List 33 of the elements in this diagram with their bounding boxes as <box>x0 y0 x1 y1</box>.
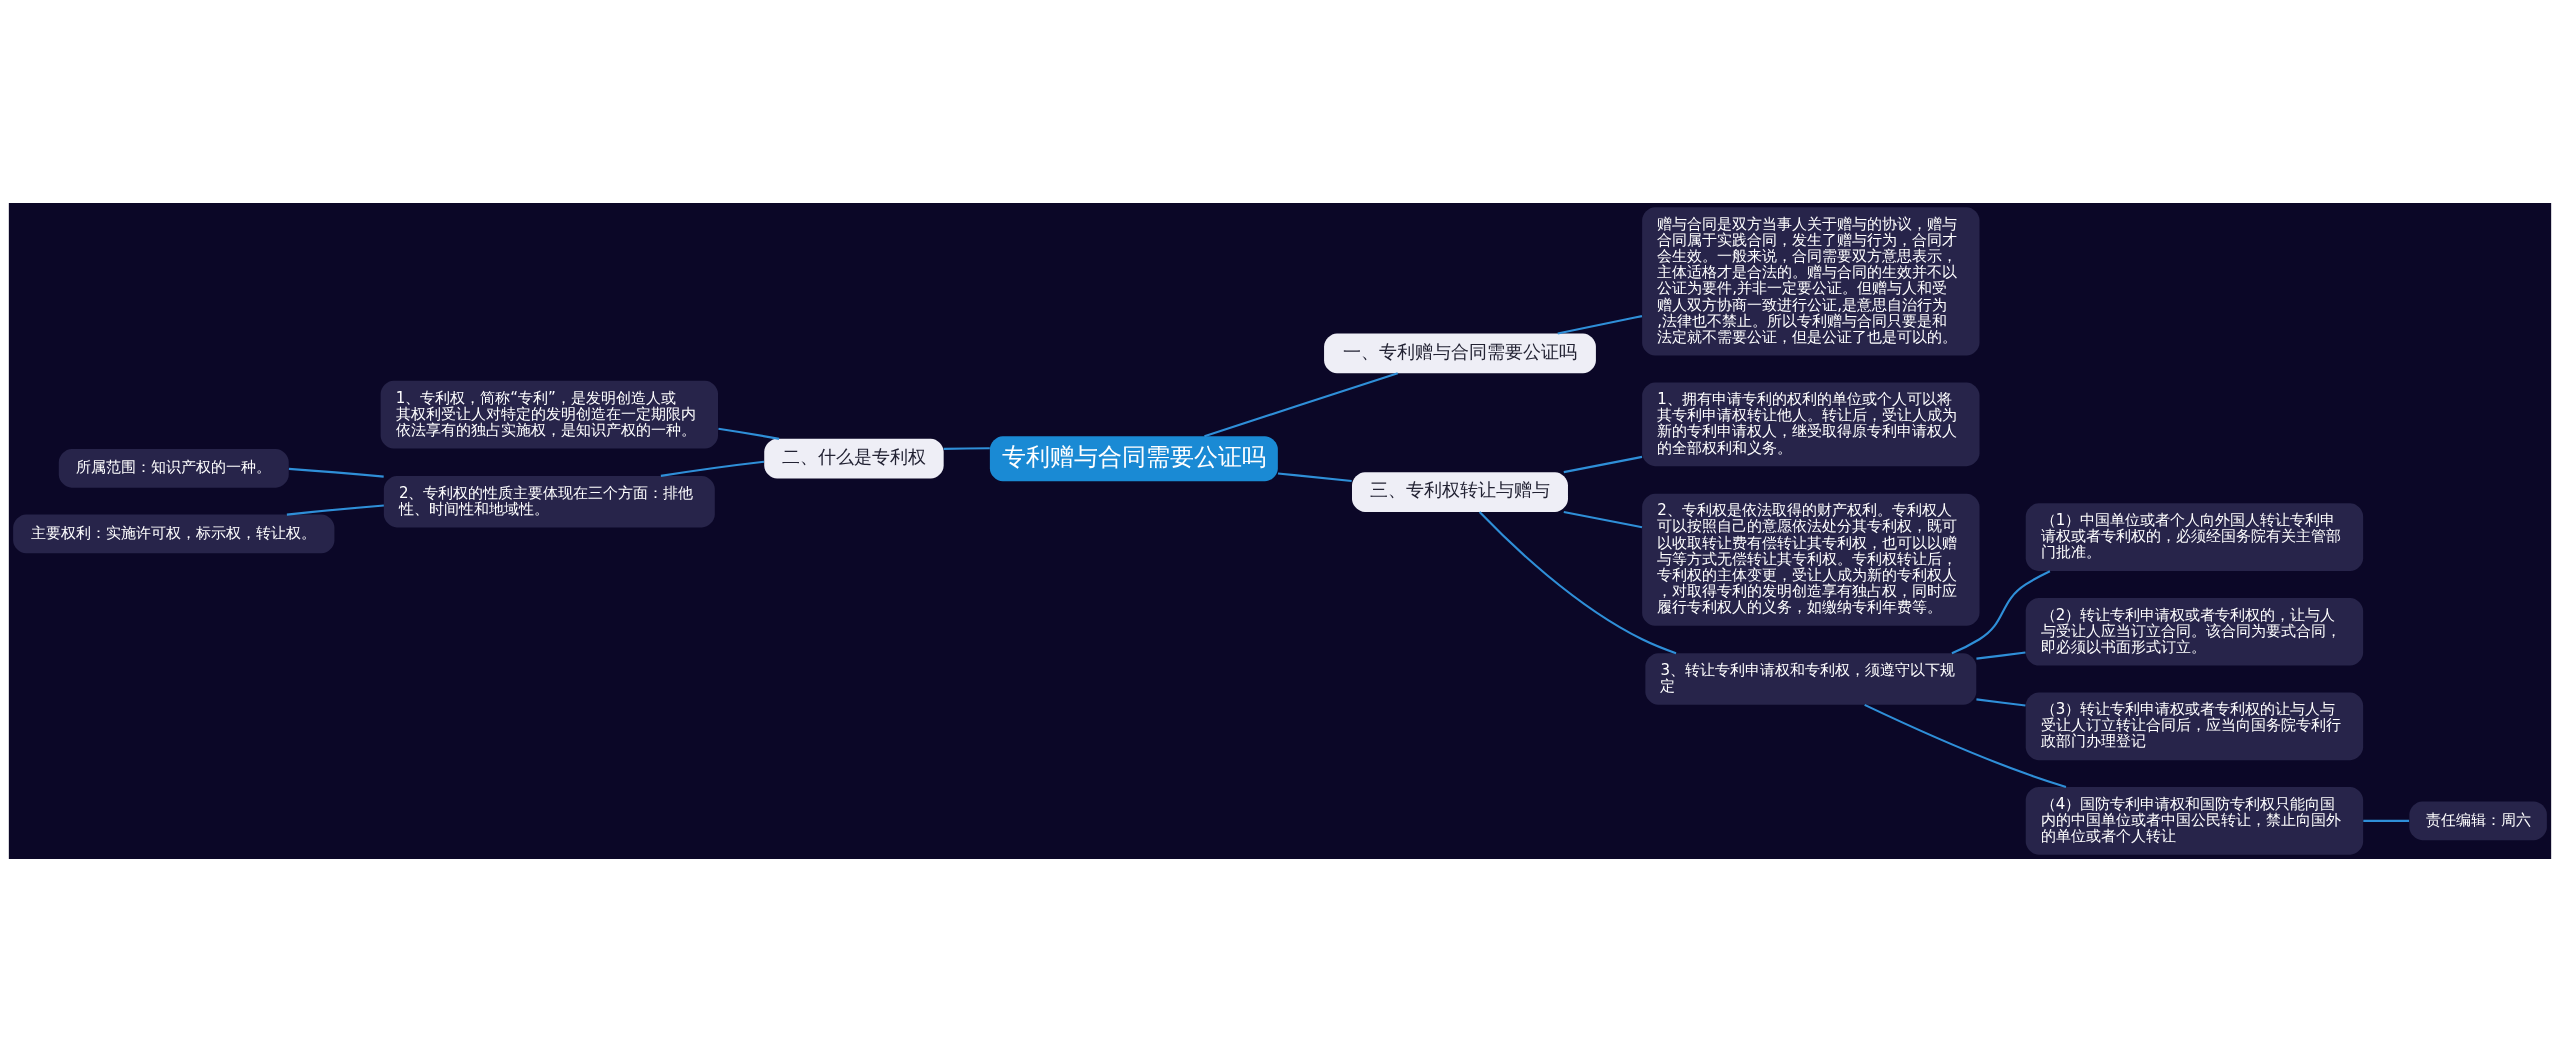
connector <box>1557 315 1643 335</box>
connector <box>1277 472 1352 483</box>
node-box: （3）转让专利申请权或者专利权的让与人与受让人订立转让合同后，应当向国务院专利行政部门办理登记 <box>2025 692 2364 761</box>
node-box: 3、转让专利申请权和专利权，须遵守以下规定 <box>1645 653 1977 705</box>
connector <box>1951 570 2051 655</box>
connector <box>2363 819 2410 822</box>
node-box: 1、拥有申请专利的权利的单位或个人可以将其专利申请权转让他人。转让后，受让人成为新的专利申请权人，继受取得原专利申请权人的全部权利和义务。 <box>1642 382 1980 467</box>
node-box: 一、专利赠与合同需要公证吗 <box>1324 333 1596 374</box>
node-box: 主要权利：实施许可权，标示权，转让权。 <box>13 514 335 554</box>
connector <box>288 467 384 478</box>
connector <box>1563 455 1643 474</box>
node-box: （1）中国单位或者个人向外国人转让专利申请权或者专利权的，必须经国务院有关主管部门批准。 <box>2025 503 2364 572</box>
node-box: 2、专利权的性质主要体现在三个方面：排他性、时间性和地域性。 <box>383 475 715 528</box>
node-box: 2、专利权是依法取得的财产权利。专利权人可以按照自己的意愿依法处分其专利权，既可以收取转让费有偿转让其专利权，也可以以赠与等方式无偿转让其专利权。专利权转让后，专利权的主体变更，受让人成为新的专利权人，对取得专利的发明创造享有独占权，同时应履行专利权人的义务，如缴纳专利年费等。 <box>1642 493 1980 626</box>
connector <box>1478 511 1677 655</box>
connector <box>943 447 990 450</box>
node-box: 赠与合同是双方当事人关于赠与的协议，赠与合同属于实践合同，发生了赠与行为，合同才会生效。一般来说，合同需要双方意思表示，主体适格才是合法的。赠与合同的生效并不以公证为要件,并非一定要公证。但赠与人和受赠人双方协商一致进行公证,是意思自治行为,法律也不禁止。所以专利赠与合同只要是和法定就不需要公证，但是公证了也是可以的。 <box>1642 207 1980 356</box>
connector <box>286 504 384 516</box>
connector <box>1976 698 2026 707</box>
connector <box>1563 510 1643 529</box>
node-box: 责任编辑：周六 <box>2409 801 2547 841</box>
connector <box>660 460 765 477</box>
node-box: （4）国防专利申请权和国防专利权只能向国内的中国单位或者中国公民转让，禁止向国外的单位或者个人转让 <box>2025 787 2364 855</box>
connector <box>1864 703 2067 788</box>
node-box: 二、什么是专利权 <box>764 438 944 479</box>
node-box: （2）转让专利申请权或者专利权的，让与人与受让人应当订立合同。该合同为要式合同，即必须以书面形式订立。 <box>2025 597 2364 666</box>
node-box: 专利赠与合同需要公证吗 <box>989 436 1278 482</box>
connector <box>718 427 780 440</box>
connector <box>1204 372 1399 438</box>
node-box: 所属范围：知识产权的一种。 <box>58 449 289 488</box>
connector <box>1976 651 2026 660</box>
node-box: 1、专利权，简称“专利”，是发明创造人或其权利受让人对特定的发明创造在一定期限内依法享有的独占实施权，是知识产权的一种。 <box>380 380 718 449</box>
node-box: 三、专利权转让与赠与 <box>1352 472 1568 512</box>
